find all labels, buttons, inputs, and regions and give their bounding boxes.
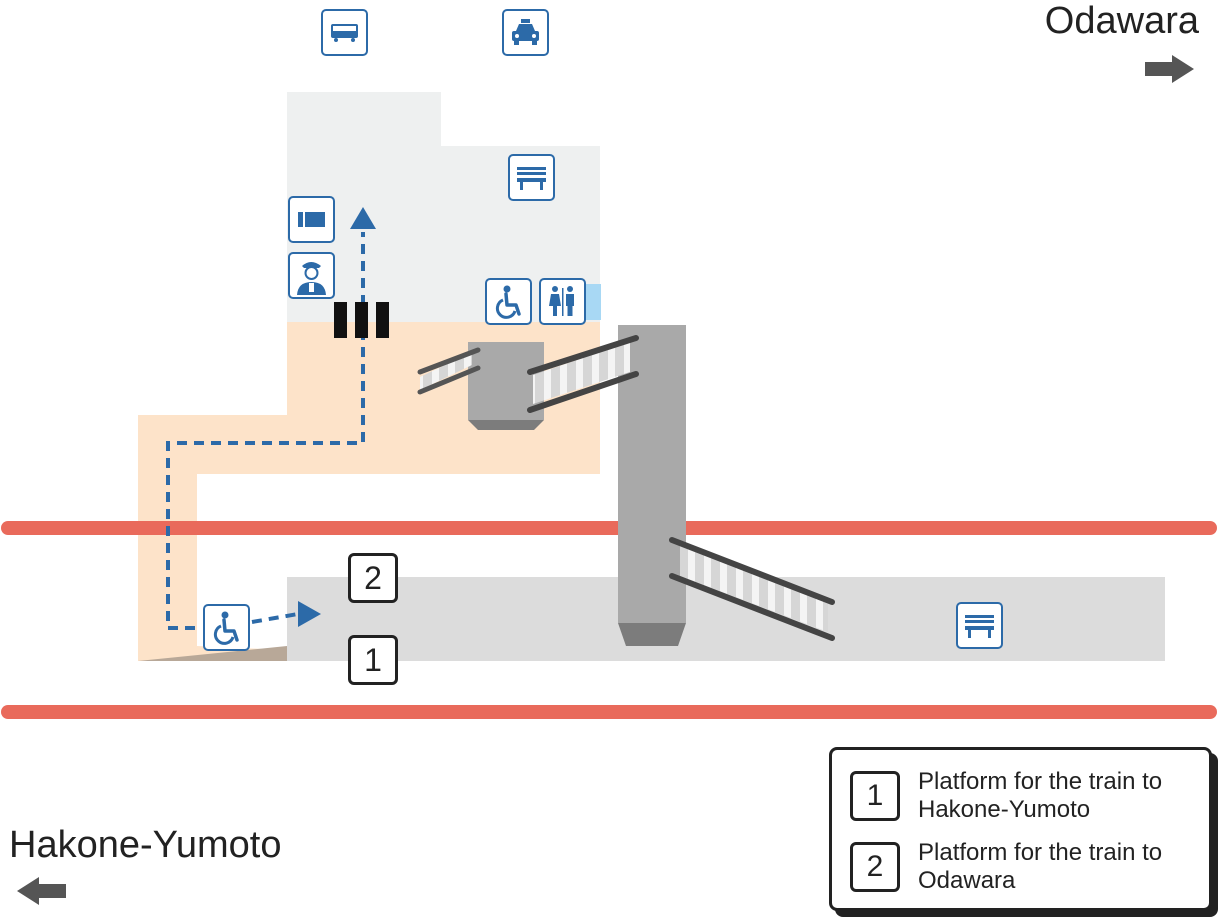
arrow-right-icon <box>1145 55 1194 83</box>
legend-text: Platform for the train to Odawara <box>918 839 1163 894</box>
legend-item: 2 Platform for the train to Odawara <box>850 839 1198 895</box>
station-building <box>287 92 600 322</box>
stairs-icon <box>527 335 639 413</box>
platform-badge: 2 <box>348 553 398 603</box>
ticket-gate-icon <box>334 302 389 338</box>
stairs-icon <box>669 537 835 641</box>
stairs-icon <box>417 347 481 395</box>
ticket-icon <box>288 196 335 243</box>
station-staff-icon <box>288 252 335 299</box>
legend: 1 Platform for the train to Hakone-Yumot… <box>829 747 1212 911</box>
bench-icon <box>508 154 555 201</box>
route-arrow-up <box>350 207 376 229</box>
bus-icon <box>321 9 368 56</box>
taxi-icon <box>502 9 549 56</box>
ramp <box>138 646 287 661</box>
wheelchair-icon <box>485 278 532 325</box>
direction-hakone-yumoto: Hakone-Yumoto <box>9 824 282 866</box>
legend-badge: 2 <box>850 842 900 892</box>
legend-item: 1 Platform for the train to Hakone-Yumot… <box>850 768 1198 824</box>
restroom-icon <box>539 278 586 325</box>
direction-odawara: Odawara <box>1044 0 1199 42</box>
arrow-left-icon <box>17 877 66 905</box>
overpass-shaft <box>618 325 686 646</box>
legend-badge: 1 <box>850 771 900 821</box>
wheelchair-icon <box>203 604 250 651</box>
bench-icon <box>956 602 1003 649</box>
route-arrow-right <box>298 601 321 627</box>
legend-text: Platform for the train to Hakone-Yumoto <box>918 768 1163 823</box>
restroom-area <box>586 284 601 320</box>
platform-badge: 1 <box>348 635 398 685</box>
accessible-route <box>166 207 376 630</box>
elevator-icon <box>468 342 544 430</box>
